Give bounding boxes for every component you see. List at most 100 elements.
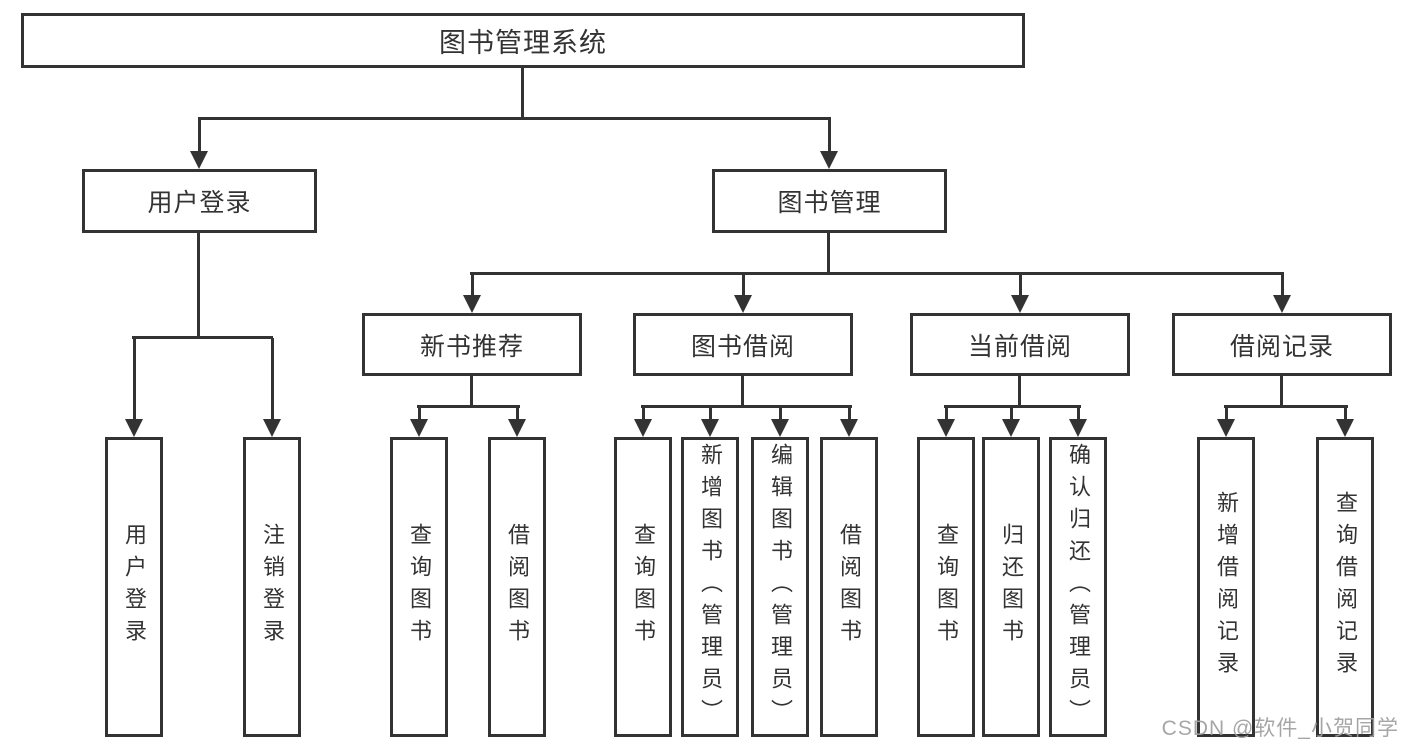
arrow-shaft bbox=[1343, 407, 1347, 419]
leaf-borrow-query-books-label: 查询图书 bbox=[631, 523, 656, 651]
leaf-logout-login: 注销登录 bbox=[243, 437, 301, 737]
arrow-shaft bbox=[515, 407, 519, 419]
watermark: CSDN @软件_小贺同学 bbox=[1161, 717, 1399, 740]
down-arrow bbox=[1002, 407, 1020, 437]
down-arrow bbox=[508, 407, 526, 437]
arrowhead-down-icon bbox=[701, 419, 719, 437]
node-current-borrowing-label: 当前借阅 bbox=[967, 332, 1072, 361]
down-arrow bbox=[1273, 274, 1291, 313]
connector-stub-root bbox=[521, 68, 524, 120]
arrowhead-down-icon bbox=[508, 419, 526, 437]
arrow-shaft bbox=[270, 338, 274, 419]
connector-rail-user-login bbox=[132, 336, 273, 339]
arrow-shaft bbox=[197, 119, 201, 151]
leaf-records-add-borrow-record: 新增借阅记录 bbox=[1197, 437, 1255, 737]
down-arrow bbox=[937, 407, 955, 437]
arrow-shaft bbox=[470, 274, 474, 295]
arrow-shaft bbox=[1018, 274, 1022, 295]
node-new-book-recommendation: 新书推荐 bbox=[362, 313, 582, 376]
leaf-records-query-borrow-record-label: 查询借阅记录 bbox=[1333, 491, 1358, 683]
down-arrow bbox=[190, 119, 208, 169]
down-arrow bbox=[125, 338, 143, 437]
arrowhead-down-icon bbox=[1011, 295, 1029, 313]
down-arrow bbox=[1217, 407, 1235, 437]
node-root-label: 图书管理系统 bbox=[439, 28, 607, 58]
arrow-shaft bbox=[417, 407, 421, 419]
down-arrow bbox=[634, 407, 652, 437]
node-user-login-label: 用户登录 bbox=[147, 189, 252, 217]
leaf-logout-login-label: 注销登录 bbox=[260, 523, 285, 651]
arrowhead-down-icon bbox=[820, 151, 838, 169]
arrowhead-down-icon bbox=[840, 419, 858, 437]
leaf-user-login: 用户登录 bbox=[105, 437, 163, 737]
leaf-user-login-label: 用户登录 bbox=[122, 523, 147, 651]
arrow-shaft bbox=[1076, 407, 1080, 419]
leaf-borrow-query-books: 查询图书 bbox=[614, 437, 672, 737]
node-user-login: 用户登录 bbox=[82, 169, 317, 233]
leaf-borrow-borrow-books-label: 借阅图书 bbox=[837, 523, 862, 651]
leaf-current-return-books-label: 归还图书 bbox=[999, 523, 1024, 651]
arrow-shaft bbox=[1009, 407, 1013, 419]
down-arrow bbox=[840, 407, 858, 437]
arrow-shaft bbox=[708, 407, 712, 419]
arrowhead-down-icon bbox=[734, 295, 752, 313]
down-arrow bbox=[734, 274, 752, 313]
leaf-borrow-add-books-admin-label: 新增图书（管理员） bbox=[698, 443, 723, 731]
down-arrow bbox=[463, 274, 481, 313]
leaf-current-query-books-label: 查询图书 bbox=[934, 523, 959, 651]
connector-rail-level3 bbox=[470, 272, 1284, 275]
node-borrowing-records: 借阅记录 bbox=[1172, 313, 1392, 376]
leaf-recommend-query-books-label: 查询图书 bbox=[407, 523, 432, 651]
leaf-recommend-borrow-books: 借阅图书 bbox=[488, 437, 546, 737]
connector-stub-book-management bbox=[827, 233, 830, 275]
arrowhead-down-icon bbox=[771, 419, 789, 437]
arrowhead-down-icon bbox=[634, 419, 652, 437]
arrowhead-down-icon bbox=[125, 419, 143, 437]
arrowhead-down-icon bbox=[1336, 419, 1354, 437]
arrow-shaft bbox=[1280, 274, 1284, 295]
arrowhead-down-icon bbox=[1069, 419, 1087, 437]
down-arrow bbox=[771, 407, 789, 437]
arrowhead-down-icon bbox=[463, 295, 481, 313]
arrow-shaft bbox=[1224, 407, 1228, 419]
node-current-borrowing: 当前借阅 bbox=[910, 313, 1130, 376]
node-book-borrowing-label: 图书借阅 bbox=[690, 332, 795, 361]
down-arrow bbox=[1069, 407, 1087, 437]
connector-rail-current bbox=[944, 405, 1081, 408]
leaf-current-confirm-return-admin: 确认归还（管理员） bbox=[1049, 437, 1107, 737]
connector-stub-records bbox=[1280, 376, 1283, 407]
arrow-shaft bbox=[944, 407, 948, 419]
arrowhead-down-icon bbox=[1217, 419, 1235, 437]
connector-stub-recommend bbox=[470, 376, 473, 407]
node-root: 图书管理系统 bbox=[21, 13, 1025, 68]
leaf-borrow-borrow-books: 借阅图书 bbox=[820, 437, 878, 737]
arrow-shaft bbox=[847, 407, 851, 419]
connector-stub-user-login bbox=[197, 233, 200, 339]
leaf-records-add-borrow-record-label: 新增借阅记录 bbox=[1214, 491, 1239, 683]
leaf-recommend-query-books: 查询图书 bbox=[390, 437, 448, 737]
arrow-shaft bbox=[132, 338, 136, 419]
leaf-recommend-borrow-books-label: 借阅图书 bbox=[505, 523, 530, 651]
down-arrow bbox=[1336, 407, 1354, 437]
arrowhead-down-icon bbox=[937, 419, 955, 437]
connector-rail-records bbox=[1224, 405, 1348, 408]
node-book-management: 图书管理 bbox=[712, 169, 947, 233]
arrowhead-down-icon bbox=[410, 419, 428, 437]
down-arrow bbox=[263, 338, 281, 437]
down-arrow bbox=[701, 407, 719, 437]
node-borrowing-records-label: 借阅记录 bbox=[1229, 332, 1334, 361]
arrowhead-down-icon bbox=[263, 419, 281, 437]
leaf-current-return-books: 归还图书 bbox=[982, 437, 1040, 737]
leaf-records-query-borrow-record: 查询借阅记录 bbox=[1316, 437, 1374, 737]
leaf-borrow-edit-books-admin: 编辑图书（管理员） bbox=[751, 437, 809, 737]
connector-rail-recommend bbox=[417, 405, 520, 408]
node-new-book-recommendation-label: 新书推荐 bbox=[419, 332, 524, 361]
connector-stub-borrow bbox=[741, 376, 744, 407]
down-arrow bbox=[820, 119, 838, 169]
arrow-shaft bbox=[641, 407, 645, 419]
connector-stub-current bbox=[1018, 376, 1021, 407]
arrowhead-down-icon bbox=[190, 151, 208, 169]
connector-rail-borrow bbox=[641, 405, 852, 408]
arrow-shaft bbox=[778, 407, 782, 419]
